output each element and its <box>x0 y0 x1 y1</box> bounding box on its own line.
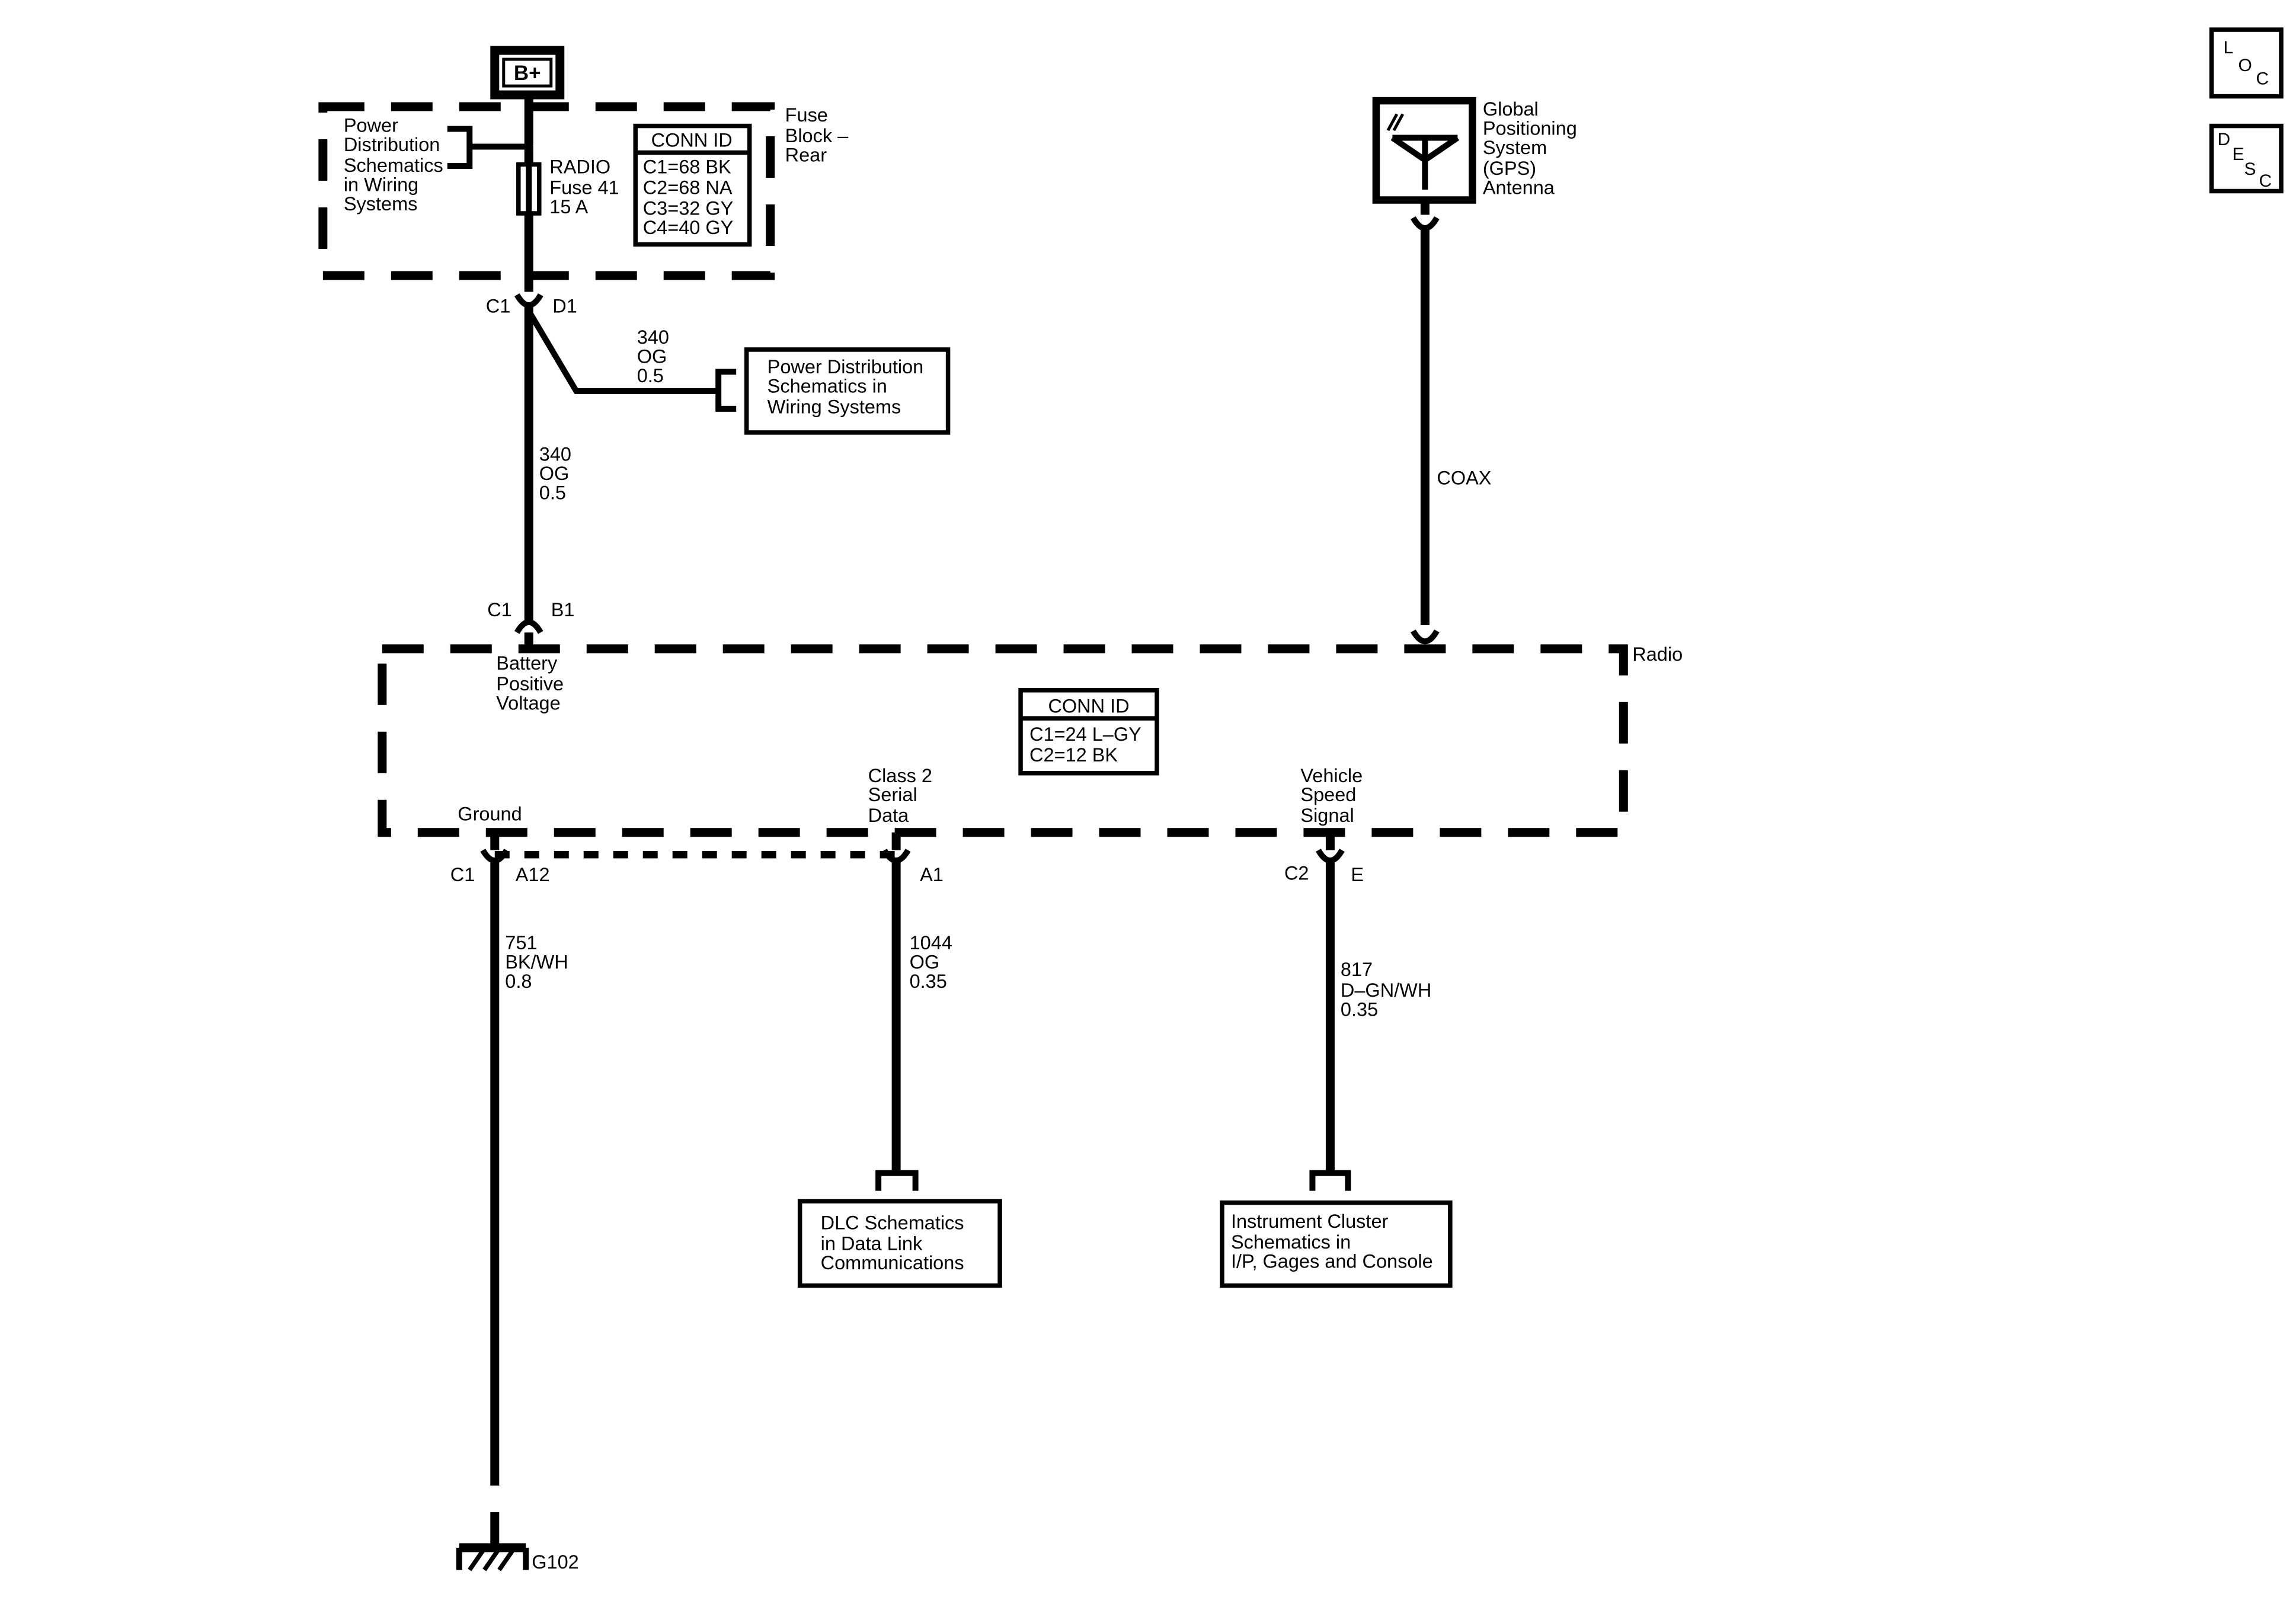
vss-wire-label: 817 D–GN/WH 0.35 <box>1341 959 1437 1020</box>
ground-wire-label: 751 BK/WH 0.8 <box>505 932 574 992</box>
serial-data-pin-label: Class 2 Serial Data <box>868 765 938 826</box>
svg-text:C1=24 L–GY C2=12 BK: C1=24 L–GY C2=12 BK <box>1029 724 1147 766</box>
antenna-icon <box>1386 113 1460 190</box>
fuse-block-title: Fuse Block – Rear <box>785 104 854 165</box>
branch-wire-label: 340 OG 0.5 <box>637 327 674 386</box>
ground-pin-number: A12 <box>516 864 550 885</box>
svg-text:Instrument Cluster Schem: Instrument Cluster Schematics in I/P, Ga… <box>1231 1211 1433 1272</box>
connector-c1-b1-left: C1 <box>487 599 512 620</box>
ground-symbol <box>456 1543 529 1571</box>
svg-text:DLC Schematics in Data L: DLC Schematics in Data Link Communicatio… <box>821 1212 970 1273</box>
svg-text:D E S C: D E S C <box>2218 130 2272 191</box>
svg-text:CONN ID: CONN ID <box>1048 695 1129 716</box>
radio-module: Radio Battery Positive Voltage CONN ID C… <box>378 644 1683 837</box>
ground-pin-label: Ground <box>458 804 522 825</box>
ground-point-label: G102 <box>532 1551 578 1573</box>
serial-wire-label: 1044 OG 0.35 <box>910 932 958 992</box>
fuse-label: RADIO Fuse 41 15 A <box>549 156 624 217</box>
vss-pin-number: E <box>1351 864 1364 885</box>
svg-text:L O C: L O C <box>2224 38 2269 88</box>
vss-connector-label: C2 <box>1284 863 1309 884</box>
connector-c1-b1: C1 B1 <box>487 599 574 649</box>
radio-conn-id: CONN ID C1=24 L–GY C2=12 BK <box>1018 688 1159 776</box>
battery-source: B+ <box>490 46 565 100</box>
fuse-block-conn-id: CONN ID C1=68 BK C2=68 NA C3=32 GY C4=40… <box>633 123 752 247</box>
fuse-block: Fuse Block – Rear Power Distribution Sch… <box>318 102 854 292</box>
battery-pin-label: Battery Positive Voltage <box>496 652 569 713</box>
dlc-schematics-ref-box[interactable]: DLC Schematics in Data Link Communicatio… <box>797 1199 1002 1288</box>
vss-circuit: C2 E 817 D–GN/WH 0.35 <box>1284 832 1437 1191</box>
fuse-block-ref-text: Power Distribution Schematics in Wiring … <box>344 115 449 215</box>
instrument-cluster-ref-box[interactable]: Instrument Cluster Schematics in I/P, Ga… <box>1220 1200 1453 1288</box>
connector-c1-b1-right: B1 <box>551 599 575 620</box>
connector-c1-d1-right: D1 <box>552 295 577 316</box>
radio-title: Radio <box>1632 644 1683 665</box>
gps-label: Global Positioning System (GPS) Antenna <box>1483 98 1582 198</box>
svg-text:Power Distribution Schem: Power Distribution Schematics in Wiring … <box>768 356 929 417</box>
feed-wire-label: 340 OG 0.5 <box>539 443 577 503</box>
desc-button[interactable]: D E S C <box>2209 123 2284 194</box>
svg-text:C1=68 BK C2=68 NA: C1=68 BK C2=68 NA C3=32 GY C4=40 GY <box>643 156 739 238</box>
ground-connector-label: C1 <box>450 864 475 885</box>
gps-antenna: Global Positioning System (GPS) Antenna <box>1372 97 1582 204</box>
power-distribution-ref-box[interactable]: Power Distribution Schematics in Wiring … <box>744 347 951 435</box>
coax-label: COAX <box>1437 467 1491 488</box>
ground-circuit: C1 A12 751 BK/WH 0.8 G102 <box>450 832 579 1573</box>
svg-text:CONN ID: CONN ID <box>651 130 733 151</box>
loc-button[interactable]: L O C <box>2209 27 2284 99</box>
serial-data-circuit: A1 1044 OG 0.35 <box>875 832 958 1191</box>
serial-pin-number: A1 <box>920 864 944 885</box>
vss-pin-label: Vehicle Speed Signal <box>1300 765 1368 826</box>
battery-label: B+ <box>514 62 541 85</box>
connector-c1-d1-left: C1 <box>486 295 511 316</box>
